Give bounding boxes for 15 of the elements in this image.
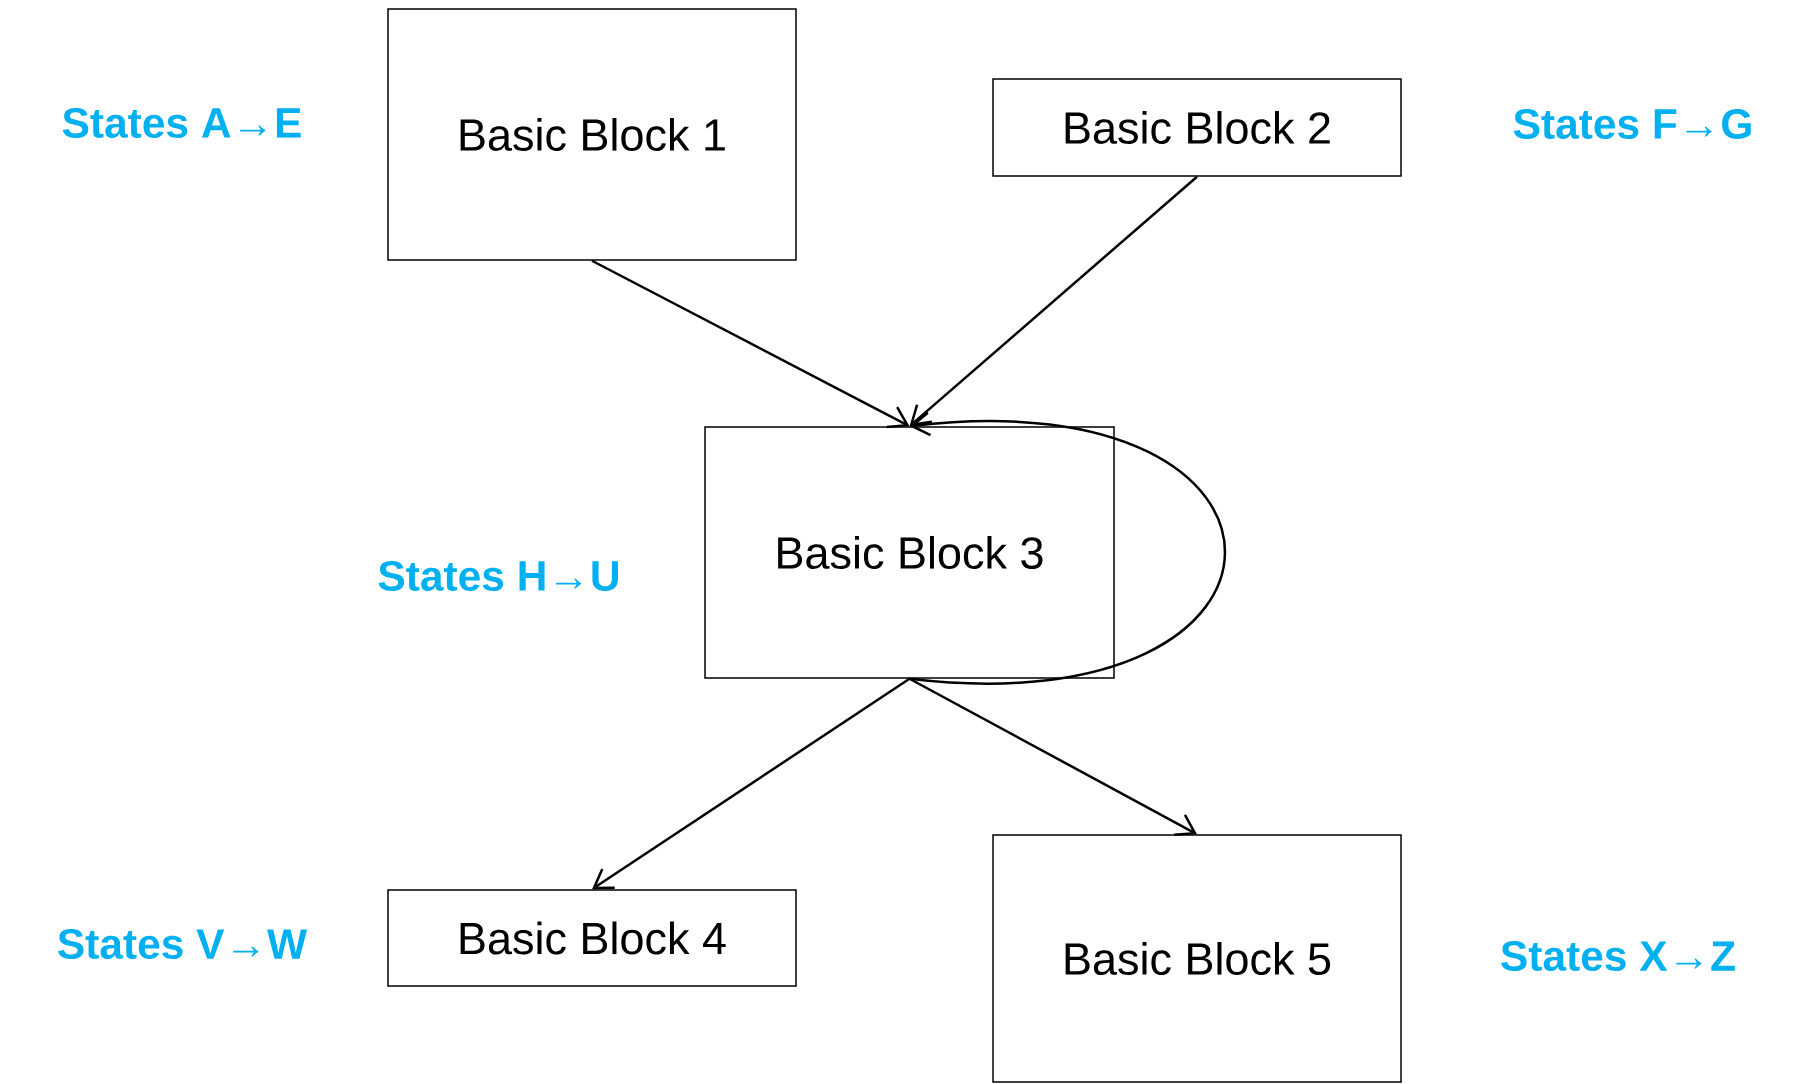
arrow <box>908 677 1197 836</box>
state-label: States H→U <box>378 560 618 592</box>
state-label: States V→W <box>58 928 308 960</box>
arrow <box>592 677 911 890</box>
block-box: Basic Block 3 <box>704 426 1115 679</box>
arrow <box>591 259 910 429</box>
arrow <box>909 411 1226 685</box>
state-label: States A→E <box>62 107 301 139</box>
block-box: Basic Block 1 <box>387 8 797 261</box>
arrow <box>909 175 1198 427</box>
block-box: Basic Block 2 <box>992 78 1402 177</box>
block-box: Basic Block 5 <box>992 834 1402 1083</box>
state-label: States F→G <box>1513 108 1751 140</box>
block-box: Basic Block 4 <box>387 889 797 987</box>
state-label: States X→Z <box>1501 940 1735 972</box>
